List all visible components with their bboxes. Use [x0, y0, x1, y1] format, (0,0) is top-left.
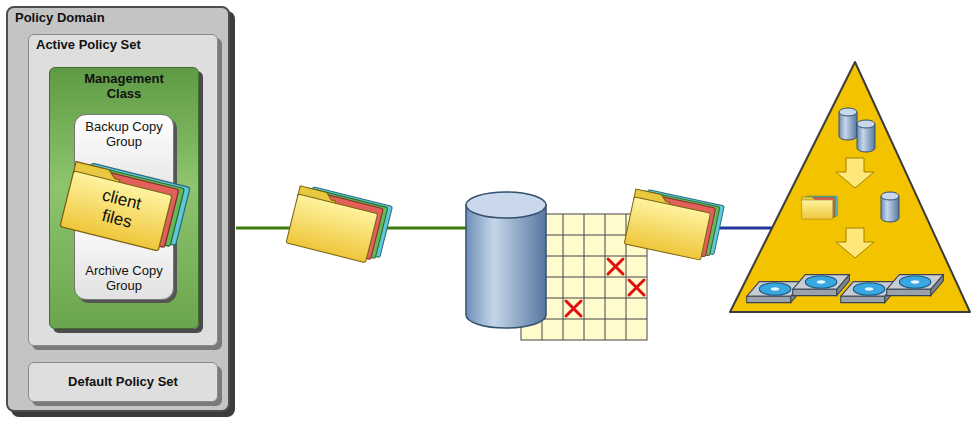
- database-top: [466, 192, 546, 218]
- policy-set-box: Active Policy SetManagement ClassBackup …: [28, 34, 218, 346]
- folder-icon: [286, 184, 392, 266]
- database-cylinder: [466, 205, 546, 328]
- tape-icon: [887, 275, 944, 296]
- folder-icon: [802, 196, 838, 219]
- storage-hierarchy: [730, 62, 970, 312]
- expired-marks: [566, 259, 644, 316]
- folder-icon: [624, 187, 724, 262]
- policy-set-box: Default Policy Set: [28, 362, 218, 402]
- migration-arrow: [836, 158, 874, 188]
- domain-heading: Policy Domain: [15, 11, 105, 26]
- management-class-box: Management ClassBackup Copy Groupclient …: [49, 67, 199, 329]
- policy-set-heading: Active Policy Set: [36, 38, 141, 53]
- disk-top: [881, 192, 899, 200]
- migration-arrow: [836, 228, 874, 258]
- copy-group-label: Archive Copy Group: [82, 264, 166, 294]
- disk-top: [857, 120, 875, 128]
- tape-icon: [793, 275, 850, 296]
- disk-top: [839, 108, 857, 116]
- class-heading: Management Class: [69, 72, 179, 102]
- policy-set-heading: Default Policy Set: [68, 375, 178, 390]
- policy-domain-box: Policy DomainActive Policy SetManagement…: [6, 6, 230, 412]
- copy-group-label: Backup Copy Group: [82, 120, 166, 150]
